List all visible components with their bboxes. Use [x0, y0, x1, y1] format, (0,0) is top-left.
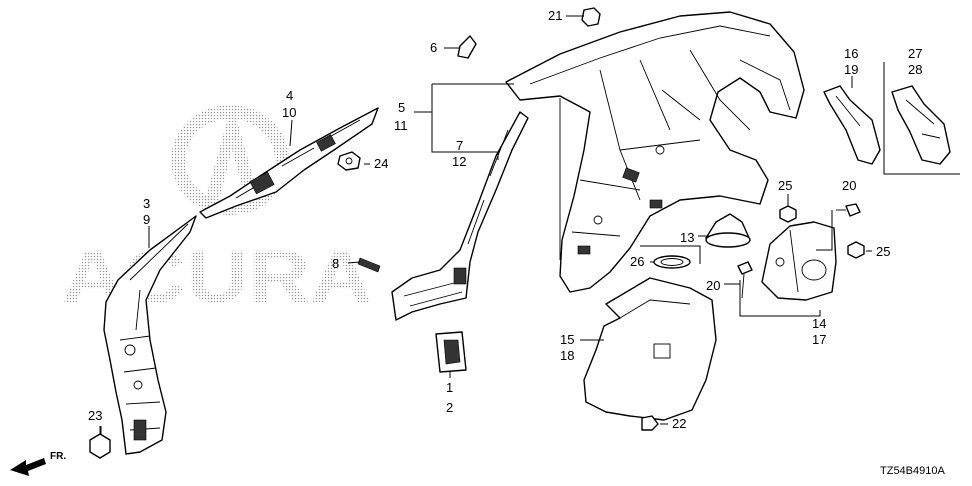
callout-17: 17: [812, 332, 826, 347]
callout-27: 27: [908, 46, 922, 61]
part-nut-25a: [779, 205, 797, 223]
callouts: 1 2 3 9 4 10 5 11 6 7 12 8 13 14 17 15 1…: [88, 8, 922, 431]
callout-21: 21: [548, 8, 562, 23]
part-damper-bracket: [761, 221, 837, 301]
callout-15: 15: [560, 332, 574, 347]
callout-10: 10: [282, 105, 296, 120]
callout-18: 18: [560, 348, 574, 363]
part-clip-6: [457, 35, 477, 59]
part-bolt-23: [89, 426, 111, 459]
part-inner-liner: [583, 277, 717, 421]
callout-9: 9: [143, 212, 150, 227]
part-center-pillar: [391, 111, 529, 321]
callout-16: 16: [844, 46, 858, 61]
callout-14: 14: [812, 316, 826, 331]
leader-lines: [100, 15, 960, 434]
callout-7: 7: [456, 138, 463, 153]
callout-12: 12: [452, 154, 466, 169]
part-cup-13: [705, 213, 751, 248]
part-bolt-21: [581, 7, 601, 27]
part-clip-22: [641, 415, 659, 431]
callout-19: 19: [844, 62, 858, 77]
front-direction-label: FR.: [50, 451, 66, 462]
part-bracket-1: [435, 331, 467, 373]
part-bracket-16: [823, 85, 881, 165]
callout-23: 23: [88, 408, 102, 423]
part-nut-25b: [847, 241, 865, 259]
callout-1: 1: [446, 380, 453, 395]
callout-20-lower: 20: [706, 278, 720, 293]
callout-6: 6: [430, 40, 437, 55]
callout-26: 26: [630, 254, 644, 269]
callout-22: 22: [672, 416, 686, 431]
callout-8: 8: [332, 256, 339, 271]
callout-25-left: 25: [778, 178, 792, 193]
callout-24: 24: [374, 156, 388, 171]
part-rear-inner-panel: [505, 11, 805, 293]
diagram-part-code: TZ54B4910A: [880, 465, 945, 477]
part-bracket-27: [891, 85, 951, 165]
callout-2: 2: [446, 400, 453, 415]
part-bolt-20a: [737, 261, 753, 299]
front-direction-arrow: FR.: [10, 451, 66, 476]
callout-28: 28: [908, 62, 922, 77]
callout-20-upper: 20: [842, 178, 856, 193]
callout-3: 3: [143, 196, 150, 211]
callout-11: 11: [394, 118, 408, 133]
part-bolt-20b: [836, 203, 861, 217]
callout-4: 4: [286, 88, 293, 103]
part-front-pillar: [103, 215, 197, 455]
part-bolt-24: [337, 151, 361, 171]
callout-5: 5: [398, 100, 405, 115]
callout-13: 13: [680, 230, 694, 245]
callout-25-right: 25: [876, 244, 890, 259]
part-roof-side-rail: [199, 107, 379, 219]
part-grommet-26: [653, 255, 691, 269]
